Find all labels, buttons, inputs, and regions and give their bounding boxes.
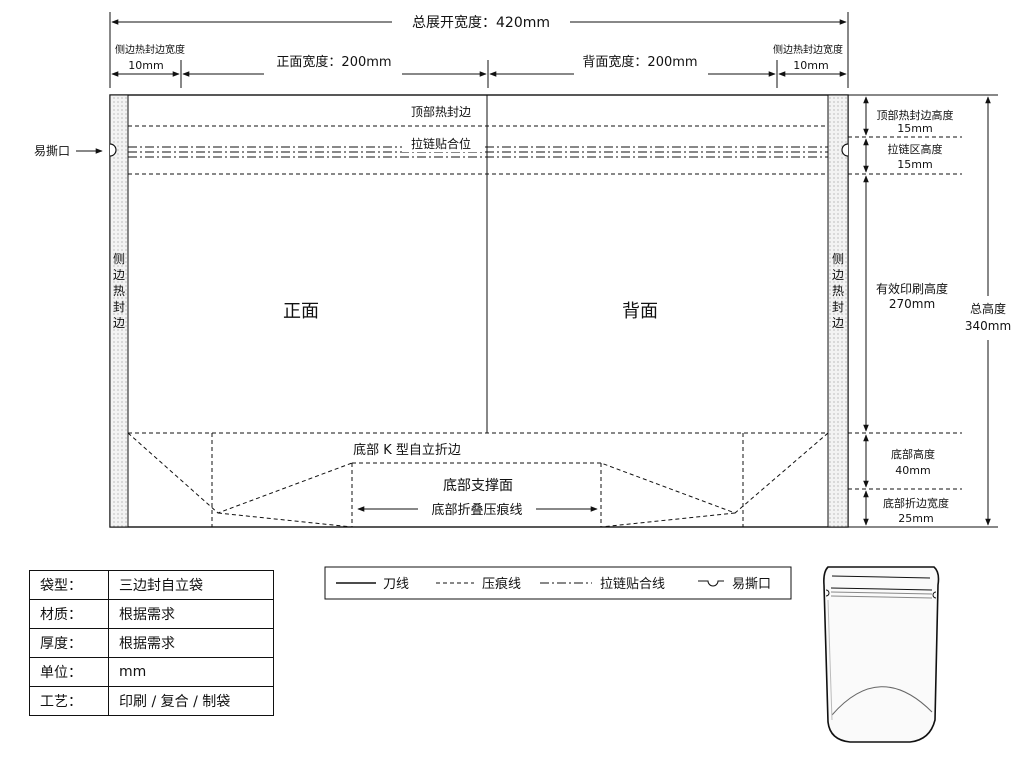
zipper-height-label: 拉链区高度 xyxy=(888,142,943,156)
legend-zipper-label: 拉链贴合线 xyxy=(600,577,665,592)
side-seal-vertical-left-4: 封 xyxy=(113,300,125,314)
side-seal-vertical-right-2: 边 xyxy=(832,268,844,282)
cut-line-outline xyxy=(109,94,849,528)
top-seal-height-value: 15mm xyxy=(897,122,932,135)
top-seal-height-label: 顶部热封边高度 xyxy=(877,108,954,122)
spec-key-unit: 单位： xyxy=(29,657,109,687)
zipper-position-label: 拉链贴合位 xyxy=(411,136,471,151)
spec-key-material: 材质： xyxy=(29,599,109,629)
line-legend: 刀线 压痕线 拉链贴合线 易撕口 xyxy=(324,566,792,600)
side-seal-vertical-right-1: 侧 xyxy=(832,252,844,266)
side-seal-value-left: 10mm xyxy=(128,59,163,72)
side-seal-vertical-right-3: 热 xyxy=(832,284,844,298)
total-width-label: 总展开宽度：420mm xyxy=(412,14,550,31)
spec-value-bag-type: 三边封自立袋 xyxy=(108,570,274,600)
print-height-value: 270mm xyxy=(889,297,935,311)
top-seal-label: 顶部热封边 xyxy=(411,104,471,119)
side-seal-right xyxy=(827,94,849,528)
k-fold-right-upper xyxy=(600,432,829,514)
spec-row: 材质： 根据需求 xyxy=(29,599,274,629)
side-seal-vertical-left-3: 热 xyxy=(113,284,125,298)
bottom-support-label: 底部支撑面 xyxy=(443,478,513,494)
side-seal-vertical-left-1: 侧 xyxy=(113,252,125,266)
spec-value-process: 印刷 / 复合 / 制袋 xyxy=(108,686,274,716)
spec-row: 单位： mm xyxy=(29,657,274,687)
legend-cut-line-label: 刀线 xyxy=(383,577,409,592)
total-height-label: 总高度 xyxy=(970,301,1006,316)
zipper-height-value: 15mm xyxy=(897,158,932,171)
legend-tear-notch-icon xyxy=(698,580,724,587)
spec-value-thickness: 根据需求 xyxy=(108,628,274,658)
back-width-label: 背面宽度：200mm xyxy=(582,54,697,70)
bottom-height-value: 40mm xyxy=(895,464,930,477)
side-seal-left xyxy=(109,94,129,528)
spec-key-thickness: 厚度： xyxy=(29,628,109,658)
legend-tear-notch-label: 易撕口 xyxy=(732,577,771,592)
spec-table: 袋型： 三边封自立袋 材质： 根据需求 厚度： 根据需求 单位： mm 工艺： … xyxy=(29,570,274,716)
tear-notch-right-icon xyxy=(841,143,849,157)
tear-notch-left-icon xyxy=(109,143,117,157)
k-fold-left-lower xyxy=(217,512,353,528)
tear-notch-label: 易撕口 xyxy=(34,144,70,158)
side-seal-value-right: 10mm xyxy=(793,59,828,72)
side-seal-vertical-left-5: 边 xyxy=(113,316,125,330)
legend-crease-label: 压痕线 xyxy=(482,576,521,592)
k-fold-left-upper xyxy=(127,432,353,514)
k-fold-right-lower xyxy=(600,512,736,528)
pouch-labels: 顶部热封边 拉链贴合位 正面 背面 底部 K 型自立折边 底部支撑面 底部折叠压… xyxy=(34,104,844,518)
spec-value-material: 根据需求 xyxy=(108,599,274,629)
spec-key-process: 工艺： xyxy=(29,686,109,716)
side-seal-vertical-left-2: 边 xyxy=(113,268,125,282)
right-dimensions: 顶部热封边高度 15mm 拉链区高度 15mm 有效印刷高度 270mm 底部高… xyxy=(848,94,1011,528)
bottom-k-fold-label: 底部 K 型自立折边 xyxy=(353,442,461,458)
top-dimensions: 总展开宽度：420mm 侧边热封边宽度 10mm 正面宽度：200mm 背面宽度… xyxy=(109,12,849,88)
bottom-fold-width-value: 25mm xyxy=(898,512,933,525)
front-width-label: 正面宽度：200mm xyxy=(276,54,391,70)
pouch-outline xyxy=(109,94,849,528)
side-seal-vertical-right-5: 边 xyxy=(832,316,844,330)
side-seal-width-label-left: 侧边热封边宽度 xyxy=(115,43,185,56)
side-seal-vertical-right-4: 封 xyxy=(832,300,844,314)
pouch-illustration-icon xyxy=(823,566,940,743)
spec-row: 工艺： 印刷 / 复合 / 制袋 xyxy=(29,686,274,716)
front-panel-label: 正面 xyxy=(283,301,319,322)
side-seal-width-label-right: 侧边热封边宽度 xyxy=(773,43,843,56)
bottom-crease-label: 底部折叠压痕线 xyxy=(431,502,522,518)
back-panel-label: 背面 xyxy=(622,301,658,322)
total-height-value: 340mm xyxy=(965,319,1011,333)
spec-value-unit: mm xyxy=(108,657,274,687)
bottom-height-label: 底部高度 xyxy=(891,447,935,461)
spec-row: 袋型： 三边封自立袋 xyxy=(29,570,274,600)
print-height-label: 有效印刷高度 xyxy=(876,281,948,296)
spec-key-bag-type: 袋型： xyxy=(29,570,109,600)
spec-row: 厚度： 根据需求 xyxy=(29,628,274,658)
bottom-fold-width-label: 底部折边宽度 xyxy=(883,496,949,510)
